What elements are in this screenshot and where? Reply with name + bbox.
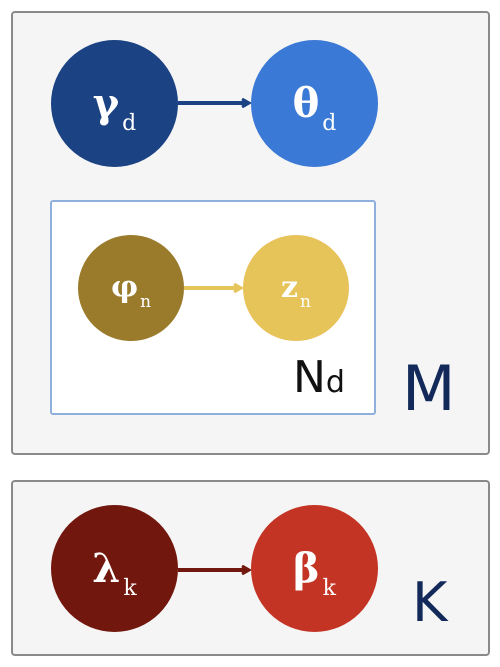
plate-n-label-subscript: d [325,365,345,400]
node-gamma-symbol: γ [92,79,120,127]
node-theta-subscript: d [322,111,337,136]
node-lambda-subscript: k [123,576,137,601]
node-phi-subscript: n [140,292,152,312]
plate-n-label-main: N [293,352,326,403]
node-beta-symbol: β [293,544,320,592]
node-phi-symbol: φ [110,270,139,305]
node-gamma-subscript: d [122,111,137,136]
plate-n-d-label: Nd [293,356,345,400]
node-lambda-symbol: λ [92,544,121,592]
node-theta-symbol: θ [292,79,320,127]
plate-m-label: M [402,352,456,425]
node-beta-subscript: k [322,576,336,601]
node-z-subscript: n [300,292,311,312]
plate-k-label: K [412,571,448,634]
node-z-symbol: z [281,270,299,305]
